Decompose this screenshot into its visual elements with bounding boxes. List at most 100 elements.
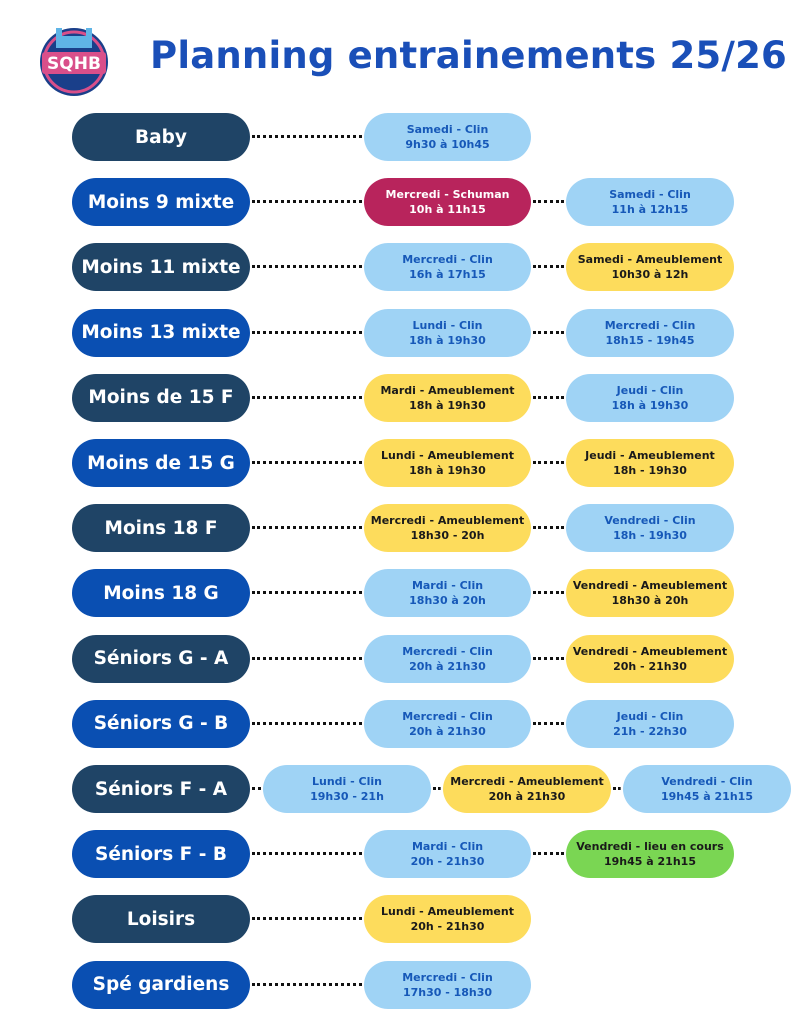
slot-day-location: Vendredi - Clin [604, 514, 696, 528]
slot-day-location: Mercredi - Ameublement [370, 514, 525, 528]
slot-time: 18h30 à 20h [409, 594, 486, 608]
connector-dots [252, 982, 362, 986]
slot-time: 18h30 - 20h [410, 529, 485, 543]
slot-day-location: Mercredi - Clin [402, 644, 493, 658]
club-logo-icon: SQHB [40, 28, 108, 96]
slot-time: 20h - 21h30 [410, 920, 485, 934]
connector-dots [533, 265, 564, 269]
connector-dots [533, 330, 564, 334]
connector-dots [252, 852, 362, 856]
team-label: Loisirs [72, 895, 250, 944]
slot-time: 20h - 21h30 [613, 659, 687, 673]
slot-time: 20h - 21h30 [410, 855, 485, 869]
slot-day-location: Mardi - Clin [411, 840, 484, 854]
team-label: Séniors F - A [72, 765, 250, 813]
club-logo: SQHB [36, 22, 112, 98]
connector-dots [533, 721, 564, 725]
slot-day-location: Vendredi - Ameublement [572, 579, 728, 593]
slot-time: 21h - 22h30 [613, 724, 687, 738]
connector-dots [252, 395, 362, 399]
slot-time: 20h à 21h30 [409, 724, 486, 738]
slot-time: 17h30 - 18h30 [402, 985, 493, 999]
connector-dots [533, 526, 564, 530]
connector-dots [433, 787, 441, 790]
slot-day-location: Mardi - Ameublement [380, 383, 515, 397]
connector-dots [252, 721, 362, 725]
slot-day-location: Vendredi - Ameublement [572, 644, 728, 658]
team-label: Moins 18 G [72, 569, 250, 618]
slot-day-location: Jeudi - Clin [616, 709, 684, 723]
slot-time: 18h30 à 20h [611, 594, 689, 608]
connector-dots [252, 265, 362, 269]
slot-day-location: Lundi - Ameublement [381, 449, 514, 462]
slot-day-location: Mardi - Clin [411, 579, 484, 593]
connector-dots [252, 591, 362, 595]
slot-time: 18h - 19h30 [613, 529, 687, 543]
team-label: Moins 13 mixte [72, 308, 250, 357]
slot-day-location: Lundi - Ameublement [381, 905, 514, 919]
team-label: Séniors G - A [72, 634, 250, 683]
training-slot: Vendredi - Clin 19h45 à 21h15 [623, 765, 791, 813]
connector-dots [252, 461, 362, 464]
team-label: Moins 11 mixte [72, 243, 250, 292]
slot-time: 18h à 19h30 [409, 464, 486, 477]
slot-day-location: Lundi - Clin [412, 318, 483, 332]
team-label: Moins 18 F [72, 504, 250, 553]
slot-day-location: Lundi - Clin [312, 775, 382, 788]
team-label: Moins de 15 F [72, 373, 250, 422]
slot-day-location: Mercredi - Clin [402, 970, 493, 984]
connector-dots [252, 917, 362, 921]
slot-day-location: Vendredi - Clin [661, 775, 753, 788]
slot-day-location: Mercredi - Clin [604, 318, 696, 332]
slot-time: 20h à 21h30 [409, 659, 486, 673]
team-label: Baby [72, 113, 250, 161]
slot-day-location: Mercredi - Ameublement [450, 775, 604, 788]
connector-dots [533, 852, 564, 856]
slot-day-location: Mercredi - Clin [402, 709, 493, 723]
slot-time: 19h45 à 21h15 [661, 790, 753, 803]
slot-time: 18h à 19h30 [409, 333, 486, 347]
team-label: Séniors G - B [72, 699, 250, 748]
slot-time: 19h30 - 21h [310, 790, 384, 803]
team-label: Moins 9 mixte [72, 178, 250, 227]
slot-time: 18h15 - 19h45 [605, 333, 695, 347]
team-label: Moins de 15 G [72, 439, 250, 487]
slot-time: 16h à 17h15 [409, 268, 486, 282]
svg-text:SQHB: SQHB [47, 54, 101, 74]
slot-day-location: Jeudi - Clin [616, 383, 684, 397]
slot-time: 9h30 à 10h45 [405, 138, 490, 151]
connector-dots [252, 135, 362, 138]
slot-time: 18h - 19h30 [613, 464, 687, 477]
slot-time: 18h à 19h30 [409, 398, 486, 412]
connector-dots [252, 330, 362, 334]
slot-day-location: Vendredi - lieu en cours [576, 840, 724, 854]
